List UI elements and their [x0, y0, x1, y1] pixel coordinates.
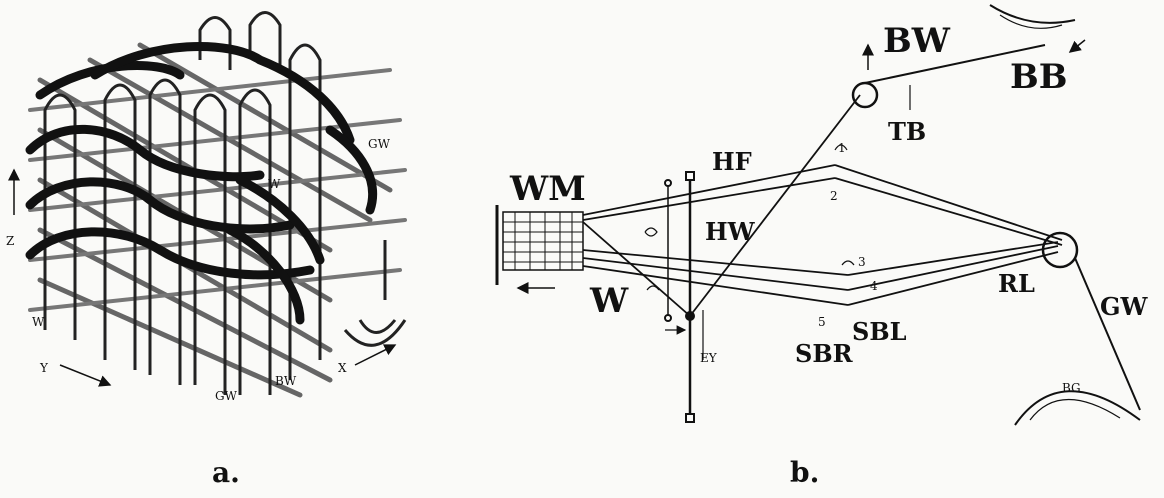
panel-a-illustration: Z Y X GW W W BW GW [6, 11, 407, 403]
panel-b-labels: BW BB TB HF WM HW W RL GW SBL SBR EY BG … [509, 21, 1148, 395]
z-loops [43, 11, 322, 395]
bg-label: BG [1062, 381, 1081, 395]
num-2: 2 [830, 189, 838, 203]
warp-yarns [582, 94, 1063, 317]
sbr-label: SBR [795, 339, 854, 368]
num-1: 1 [838, 141, 846, 155]
tb-label: TB [888, 117, 926, 146]
gw-label-bottom: GW [215, 389, 238, 403]
y-axis-label: Y [39, 361, 49, 375]
caption-b: b. [790, 456, 819, 489]
w-label: W [589, 281, 629, 321]
w-label-left: W [32, 315, 45, 329]
z-axis-label: Z [6, 234, 14, 248]
bb-label: BB [1010, 57, 1067, 97]
heddle-frame [664, 171, 704, 423]
num-5: 5 [818, 315, 826, 329]
num-3: 3 [858, 255, 866, 269]
x-axis-label: X [338, 361, 347, 375]
rl-label: RL [998, 269, 1035, 298]
side-loops [343, 240, 407, 347]
gw-label: GW [1100, 292, 1148, 321]
binder-loops [25, 41, 378, 325]
x-axis-arrow [354, 344, 397, 366]
hf-label: HF [712, 147, 752, 176]
woven-material [495, 205, 584, 294]
num-4: 4 [870, 279, 878, 293]
take-up-roller [851, 81, 879, 109]
gw-label-a: GW [368, 137, 391, 151]
panel-b-diagram [495, 4, 1141, 426]
bw-label: BW [883, 21, 951, 61]
caption-a: a. [212, 456, 240, 489]
rl-roller [1041, 231, 1079, 269]
bw-label-a: BW [275, 374, 297, 388]
hw-label: HW [705, 217, 756, 246]
x-rods [28, 68, 407, 312]
ey-label: EY [700, 351, 718, 365]
w-label-mid: W [268, 177, 281, 191]
y-axis-arrow [59, 364, 112, 387]
sbl-label: SBL [852, 317, 907, 346]
wm-label: WM [509, 169, 586, 209]
